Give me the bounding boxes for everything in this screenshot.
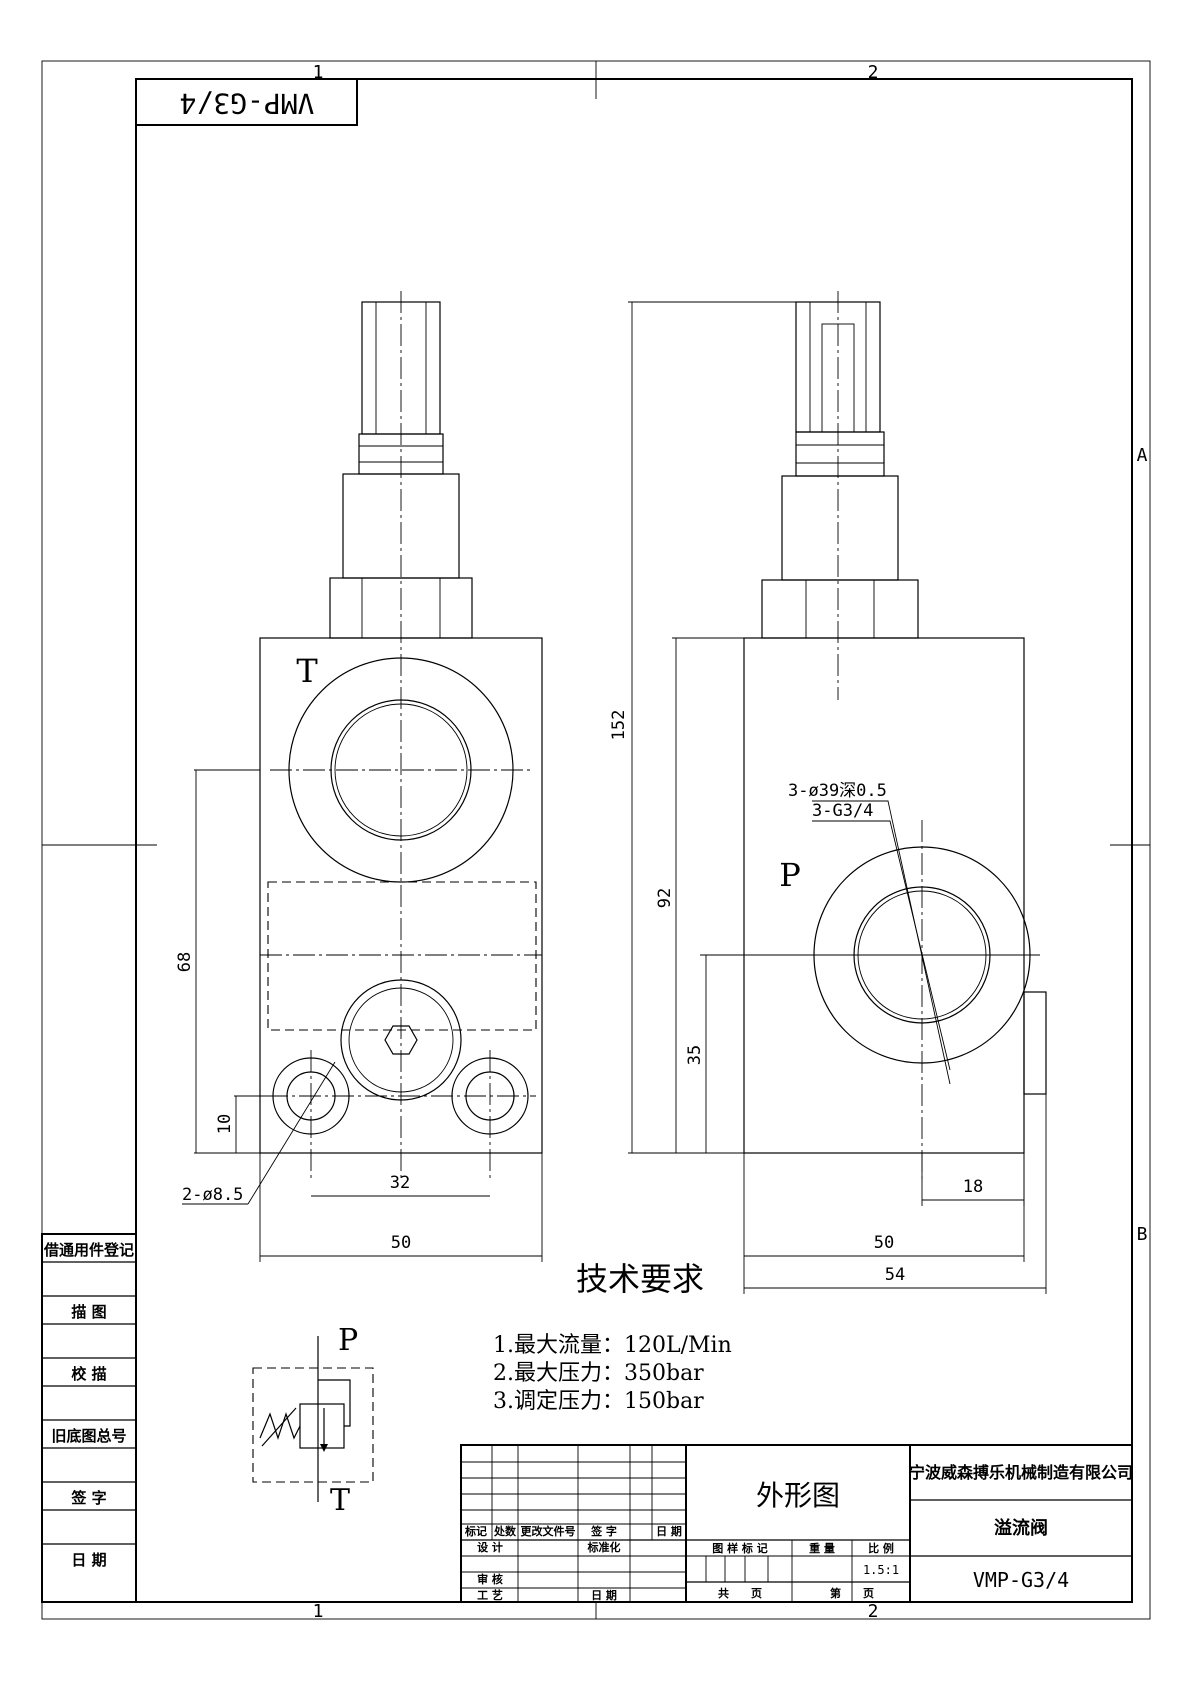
left-label-check: 校 描 bbox=[71, 1365, 106, 1383]
dim-92: 92 bbox=[655, 888, 675, 908]
dim-152: 152 bbox=[609, 710, 629, 741]
zone-col-2-bottom: 2 bbox=[868, 1601, 879, 1622]
tb-header-count: 处数 bbox=[493, 1524, 517, 1538]
left-register-panel: 借通用件登记 描 图 校 描 旧底图总号 签 字 日 期 bbox=[41, 1233, 137, 1603]
side-port-P-label: P bbox=[779, 856, 801, 894]
left-label-signature: 签 字 bbox=[70, 1489, 106, 1507]
callout-port-thread: 3-G3/4 bbox=[812, 801, 873, 821]
tb-sample-mark: 图 样 标 记 bbox=[712, 1541, 768, 1555]
tb-total-sheets: 共 页 bbox=[718, 1586, 762, 1600]
side-body bbox=[743, 637, 1025, 1154]
tb-process: 工 艺 bbox=[477, 1588, 503, 1602]
tech-heading: 技术要求 bbox=[576, 1260, 704, 1298]
tb-weight: 重 量 bbox=[809, 1541, 835, 1555]
zone-col-2-top: 2 bbox=[868, 62, 879, 83]
symbol-T-label: T bbox=[330, 1483, 350, 1518]
tb-standardize: 标准化 bbox=[587, 1540, 621, 1554]
zone-col-1-top: 1 bbox=[313, 62, 324, 83]
zone-row-B: B bbox=[1137, 1224, 1148, 1245]
dim-holes: 2-ø8.5 bbox=[182, 1185, 243, 1205]
dim-68: 68 bbox=[175, 952, 195, 972]
front-view: T 68 10 32 50 2-ø8.5 bbox=[175, 291, 543, 1262]
tb-review: 审 核 bbox=[477, 1572, 503, 1586]
dim-50-side: 50 bbox=[874, 1233, 894, 1253]
tech-item-2: 2.最大压力：350bar bbox=[493, 1361, 704, 1386]
zone-row-A: A bbox=[1137, 445, 1148, 466]
tb-ratio: 比 例 bbox=[868, 1541, 894, 1555]
left-label-drawing: 描 图 bbox=[71, 1303, 106, 1321]
tb-header-sign: 签 字 bbox=[590, 1524, 617, 1538]
flipped-title-box bbox=[135, 78, 358, 126]
tb-drawing-name: 外形图 bbox=[756, 1479, 840, 1512]
tech-item-1: 1.最大流量：120L/Min bbox=[493, 1333, 732, 1358]
left-label-date: 日 期 bbox=[71, 1551, 106, 1569]
tb-header-mark: 标记 bbox=[464, 1524, 487, 1538]
left-label-old-number: 旧底图总号 bbox=[51, 1427, 126, 1445]
tech-item-3: 3.调定压力：150bar bbox=[493, 1389, 704, 1414]
dim-18: 18 bbox=[963, 1177, 983, 1197]
left-label-register: 借通用件登记 bbox=[43, 1241, 134, 1259]
dim-54: 54 bbox=[885, 1265, 905, 1285]
dim-32: 32 bbox=[390, 1173, 410, 1193]
front-port-T-label: T bbox=[296, 652, 318, 690]
title-block: 标记 处数 更改文件号 签 字 日 期 设 计 标准化 审 核 工 艺 日 期 … bbox=[460, 1444, 1133, 1603]
front-body bbox=[259, 637, 543, 1154]
tb-header-change-doc: 更改文件号 bbox=[521, 1524, 576, 1538]
callout-port-recess: 3-ø39深0.5 bbox=[788, 781, 887, 801]
tb-header-date: 日 期 bbox=[656, 1524, 682, 1538]
tb-date: 日 期 bbox=[591, 1588, 617, 1602]
tb-design: 设 计 bbox=[477, 1540, 503, 1554]
dim-10: 10 bbox=[215, 1114, 235, 1134]
tb-scale-value: 1.5:1 bbox=[863, 1563, 899, 1577]
symbol-P-label: P bbox=[338, 1323, 358, 1358]
relief-valve-symbol: P T bbox=[252, 1323, 374, 1518]
dim-35: 35 bbox=[685, 1045, 705, 1065]
tb-drawing-number: VMP-G3/4 bbox=[973, 1568, 1069, 1592]
tb-sheet-number: 第 页 bbox=[830, 1586, 874, 1600]
flipped-title: VMP-G3/4 bbox=[180, 87, 315, 120]
dim-50-front: 50 bbox=[391, 1233, 411, 1253]
zone-col-1-bottom: 1 bbox=[313, 1601, 324, 1622]
tb-part-name: 溢流阀 bbox=[994, 1517, 1048, 1539]
tb-company: 宁波威森搏乐机械制造有限公司 bbox=[909, 1463, 1133, 1482]
side-view: P 152 92 35 18 50 54 3-ø39深0.5 3-G3/4 bbox=[609, 291, 1047, 1294]
